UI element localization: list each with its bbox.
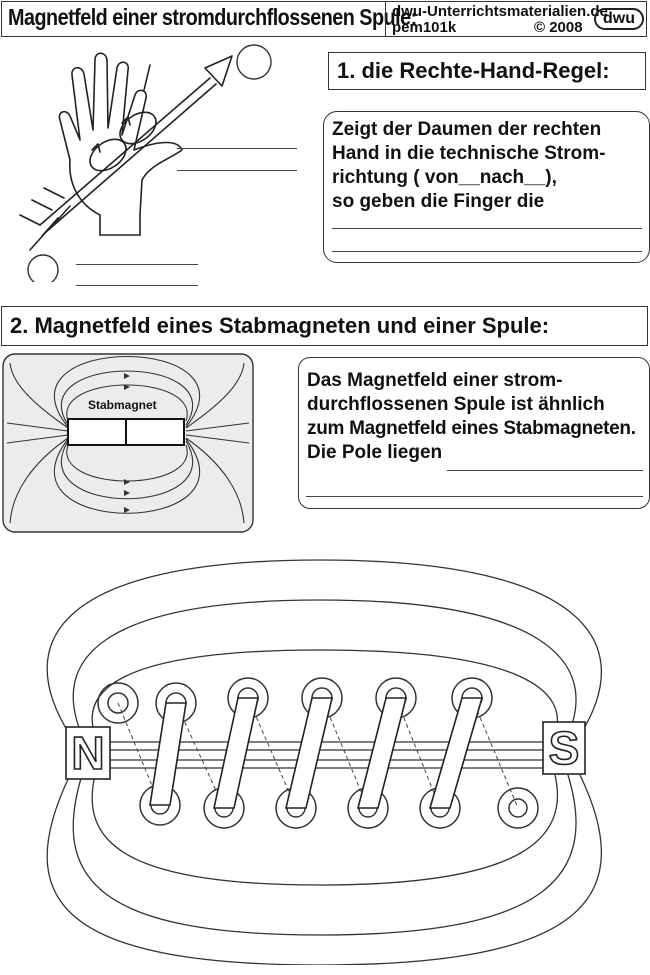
section2-text-line: zum Magnetfeld eines Stabmagneten.: [307, 418, 636, 439]
section2-textbox: Das Magnetfeld einer strom- durchflossen…: [298, 357, 650, 509]
section2-title: 2. Magnetfeld eines Stabmagneten und ein…: [1, 306, 648, 346]
magnet-label: Stabmagnet: [88, 398, 157, 412]
answer-line: [76, 285, 198, 286]
worksheet-code: pem101k: [392, 19, 457, 36]
answer-line: [177, 148, 297, 149]
dwu-logo: dwu: [594, 8, 644, 30]
answer-line: [332, 251, 642, 252]
section1-text-line: so geben die Finger die: [332, 191, 545, 212]
worksheet-title: Magnetfeld einer stromdurchflossenen Spu…: [8, 4, 417, 30]
answer-line: [76, 264, 198, 265]
section2-text-line: durchflossenen Spule ist ähnlich: [307, 394, 605, 415]
right-hand-rule-illustration: [19, 44, 272, 282]
section1-text-line: Zeigt der Daumen der rechten: [332, 119, 602, 140]
north-pole-label: N: [71, 726, 106, 780]
header-bar: Magnetfeld einer stromdurchflossenen Spu…: [1, 1, 647, 37]
south-pole-label: S: [548, 721, 580, 775]
section1-textbox: Zeigt der Daumen der rechten Hand in die…: [323, 111, 650, 263]
coil-field-diagram: [46, 559, 603, 965]
header-divider: [385, 2, 386, 36]
section2-text-line: Die Pole liegen: [307, 442, 443, 463]
section1-title: 1. die Rechte-Hand-Regel:: [328, 52, 646, 90]
answer-line: [306, 496, 643, 497]
answer-line: [447, 470, 643, 471]
section1-text-line: Hand in die technische Strom-: [332, 143, 606, 164]
copyright: © 2008: [534, 19, 583, 36]
bar-magnet-field-diagram: [2, 353, 254, 533]
section2-text-line: Das Magnetfeld einer strom-: [307, 370, 563, 391]
answer-line: [177, 170, 297, 171]
answer-line: [332, 228, 642, 229]
publisher-url: dwu-Unterrichtsmaterialien.de: [392, 3, 608, 20]
section1-text-line: richtung ( von__nach__),: [332, 167, 557, 188]
